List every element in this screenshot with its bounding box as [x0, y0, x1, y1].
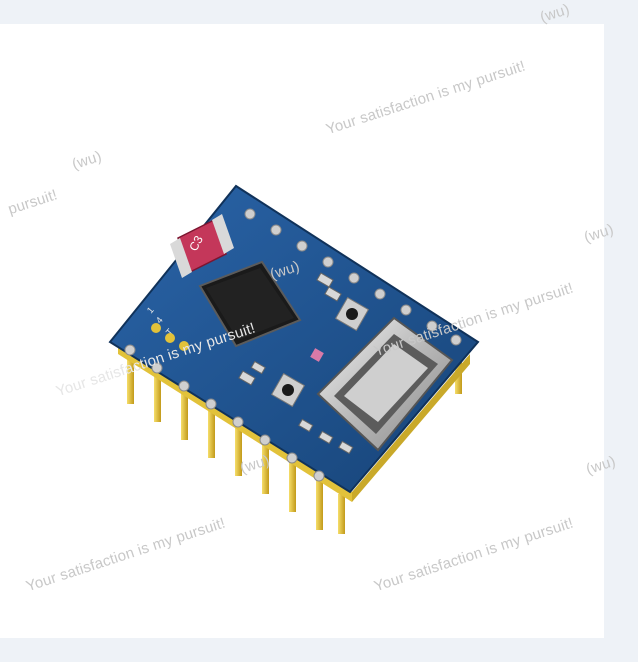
product-photo-area: C3 1 4 T	[0, 1, 618, 638]
svg-text:T: T	[164, 326, 176, 337]
gold-vias	[151, 323, 189, 351]
bottom-pin-pads	[124, 344, 325, 482]
reset-button	[334, 296, 370, 332]
chip-label: C3	[186, 233, 206, 253]
svg-text:4: 4	[154, 315, 165, 325]
silkscreen-labels: 1 4 T	[145, 305, 176, 337]
svg-text:1: 1	[145, 305, 156, 315]
boot-button	[270, 372, 306, 408]
watermark-tag: (wu)	[538, 0, 572, 27]
esp32-c3-mini-board-icon: C3 1 4 T	[108, 184, 480, 534]
mcu-chip	[198, 260, 302, 348]
smd-components	[238, 272, 354, 455]
rgb-led	[310, 348, 324, 362]
usb-c-connector	[316, 316, 454, 452]
top-pin-pads	[244, 208, 462, 346]
ceramic-antenna: C3	[170, 214, 234, 278]
